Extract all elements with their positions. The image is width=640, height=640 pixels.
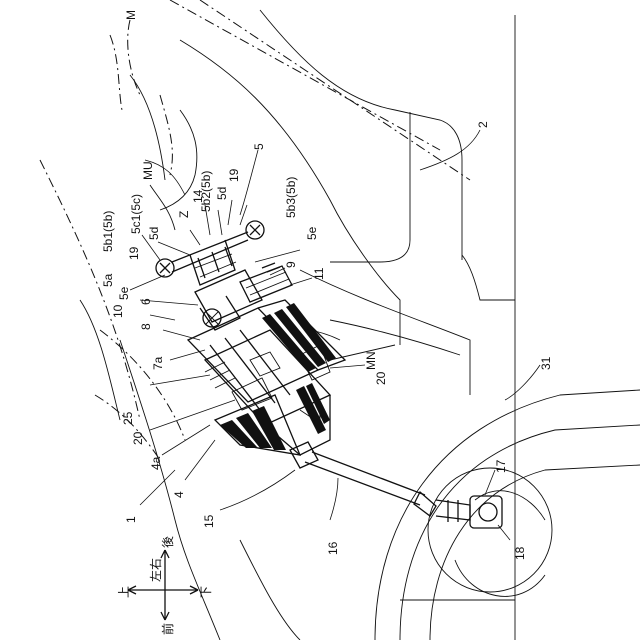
label-5b1: 5b1(5b): [101, 211, 115, 252]
label-25: 25: [121, 411, 135, 425]
direction-left-right: 左右: [148, 558, 163, 582]
steering-shaft: [290, 442, 502, 528]
label-2: 2: [476, 121, 490, 128]
direction-down: 下: [199, 586, 213, 598]
label-5d-right: 5d: [215, 187, 229, 200]
label-MU: MU: [141, 161, 155, 180]
label-7a: 7a: [151, 356, 165, 370]
label-5d-left: 5d: [147, 227, 161, 240]
label-5e-right: 5e: [305, 226, 319, 240]
label-9: 9: [284, 261, 298, 268]
label-19-left: 19: [127, 246, 141, 260]
label-10: 10: [111, 304, 125, 318]
label-5c1: 5c1(5c): [129, 194, 143, 234]
direction-up: 上: [117, 586, 131, 598]
label-1: 1: [124, 516, 138, 523]
label-6: 6: [139, 298, 153, 305]
front-wheel: [375, 390, 640, 640]
label-4: 4: [172, 491, 186, 498]
direction-front: 前: [160, 623, 175, 635]
label-5b3: 5b3(5b): [284, 177, 298, 218]
label-MN: MN: [364, 351, 378, 370]
main-housing: [188, 300, 345, 455]
label-15: 15: [202, 514, 216, 528]
label-5: 5: [252, 143, 266, 150]
label-M: M: [124, 10, 138, 20]
label-5a: 5a: [101, 273, 115, 287]
label-5e-left: 5e: [117, 286, 131, 300]
label-19-right: 19: [227, 168, 241, 182]
label-4a: 4a: [149, 456, 163, 470]
label-20-left: 20: [131, 431, 145, 445]
label-16: 16: [326, 541, 340, 555]
label-20-right: 20: [374, 371, 388, 385]
label-Z: Z: [177, 211, 191, 218]
labels: M MU MN 2 5 5b2(5b) 19 5d 5b3(5b) 14 Z 5…: [101, 10, 553, 560]
label-18: 18: [513, 546, 527, 560]
label-31: 31: [539, 356, 553, 370]
direction-rear: 後: [161, 536, 175, 548]
label-7: 7: [317, 413, 331, 420]
label-8: 8: [139, 323, 153, 330]
label-14: 14: [191, 189, 205, 203]
label-11: 11: [312, 267, 326, 280]
label-17: 17: [494, 459, 508, 473]
